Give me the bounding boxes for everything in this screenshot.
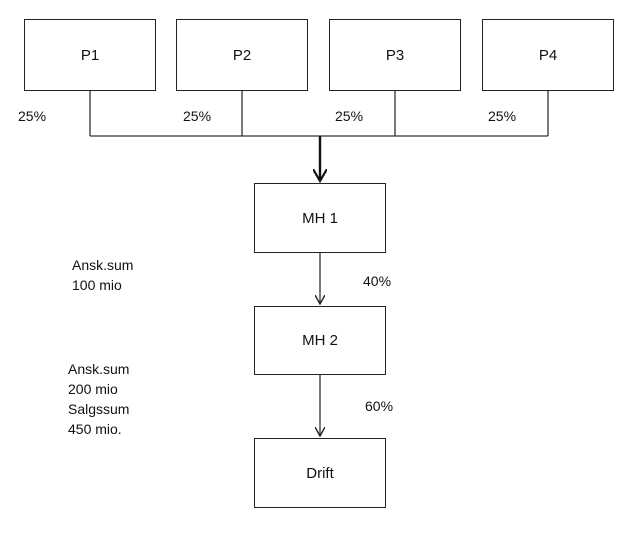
note-mh1-line-1: Ansk.sum [72, 257, 134, 273]
box-p3-label: P3 [385, 46, 405, 64]
note-mh2-line-4: 450 mio. [68, 421, 122, 437]
box-p1: P1 [24, 19, 156, 91]
box-drift: Drift [254, 438, 386, 508]
box-p2: P2 [176, 19, 308, 91]
box-p3: P3 [329, 19, 461, 91]
box-drift-label: Drift [306, 464, 334, 482]
note-mh1: Ansk.sum 100 mio [72, 255, 133, 295]
note-mh2: Ansk.sum 200 mio Salgssum 450 mio. [68, 359, 129, 439]
share-p1: 25% [18, 108, 47, 124]
share-p4: 25% [488, 108, 517, 124]
note-mh2-line-3: Salgssum [68, 401, 130, 417]
note-mh2-line-1: Ansk.sum [68, 361, 130, 377]
note-mh2-line-2: 200 mio [68, 381, 118, 397]
box-p4-label: P4 [538, 46, 558, 64]
note-mh1-line-2: 100 mio [72, 277, 122, 293]
share-p3: 25% [335, 108, 364, 124]
box-mh2-label: MH 2 [302, 332, 338, 349]
box-mh1: MH 1 [254, 183, 386, 253]
box-mh1-label: MH 1 [302, 209, 338, 227]
share-mh1-to-mh2: 40% [363, 273, 392, 289]
box-mh2: MH 2 [254, 306, 386, 375]
box-p2-label: P2 [232, 46, 252, 64]
box-p4: P4 [482, 19, 614, 91]
box-p1-label: P1 [80, 46, 100, 64]
share-mh2-to-drift: 60% [365, 398, 394, 414]
share-p2: 25% [183, 108, 212, 124]
